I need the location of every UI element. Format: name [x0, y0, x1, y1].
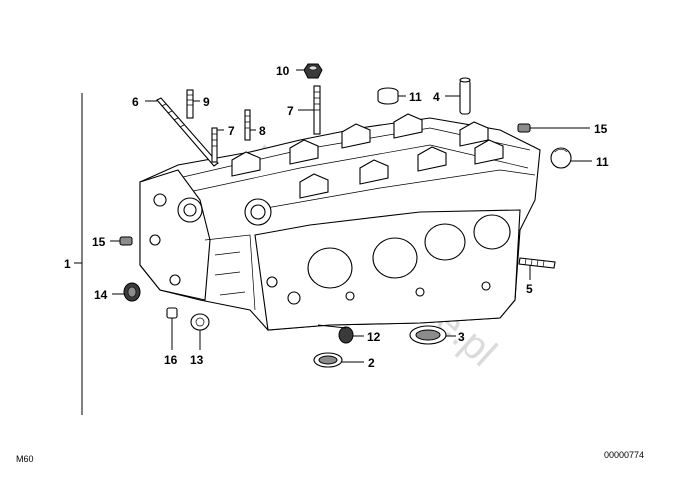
callout-13: 13 [190, 353, 204, 367]
callout-2: 2 [368, 356, 375, 370]
callout-16: 16 [164, 353, 178, 367]
callout-12: 12 [367, 330, 381, 344]
callout-10: 10 [276, 64, 290, 78]
long-stud-part-6 [156, 97, 219, 167]
callout-8: 8 [259, 124, 266, 138]
callout-7-top: 7 [287, 104, 294, 118]
leader-lines [110, 69, 592, 363]
callout-15-left: 15 [92, 235, 106, 249]
callout-5: 5 [526, 282, 533, 296]
callout-3: 3 [458, 330, 465, 344]
model-code: M60 [16, 454, 34, 464]
callout-11-right: 11 [596, 155, 609, 169]
dowel-part-15-right [517, 123, 531, 133]
cylinder-head [139, 113, 541, 331]
callout-9: 9 [203, 95, 210, 109]
sleeve-part-4 [459, 77, 471, 115]
dowel-part-15-left [119, 236, 133, 246]
dowel-part-16 [166, 307, 178, 319]
callout-11-top: 11 [409, 90, 422, 104]
callout-1: 1 [64, 257, 71, 271]
callout-6: 6 [132, 95, 139, 109]
stud-part-8 [244, 109, 251, 141]
callout-4: 4 [433, 90, 440, 104]
shaft-seal-part-3 [409, 325, 447, 345]
callout-7-left: 7 [228, 124, 235, 138]
seal-ring-part-2 [313, 352, 343, 368]
stud-part-5 [518, 257, 556, 269]
diagram-id: 00000774 [604, 450, 644, 460]
stud-part-7-top [313, 85, 321, 135]
seal-part-14 [123, 282, 141, 302]
stud-part-7-left [211, 127, 218, 163]
nut-part-10 [303, 63, 323, 79]
stud-part-9 [186, 89, 194, 119]
plug-part-12 [338, 326, 354, 344]
callouts: 1 2 3 4 5 6 7 7 8 9 10 11 11 12 13 14 15… [64, 64, 609, 370]
plug-part-11-right [550, 147, 572, 169]
assembly-bracket [74, 93, 83, 415]
bush-part-13 [190, 313, 210, 331]
callout-15-right: 15 [594, 122, 608, 136]
callout-14: 14 [94, 288, 108, 302]
plug-part-11-top [377, 87, 399, 105]
